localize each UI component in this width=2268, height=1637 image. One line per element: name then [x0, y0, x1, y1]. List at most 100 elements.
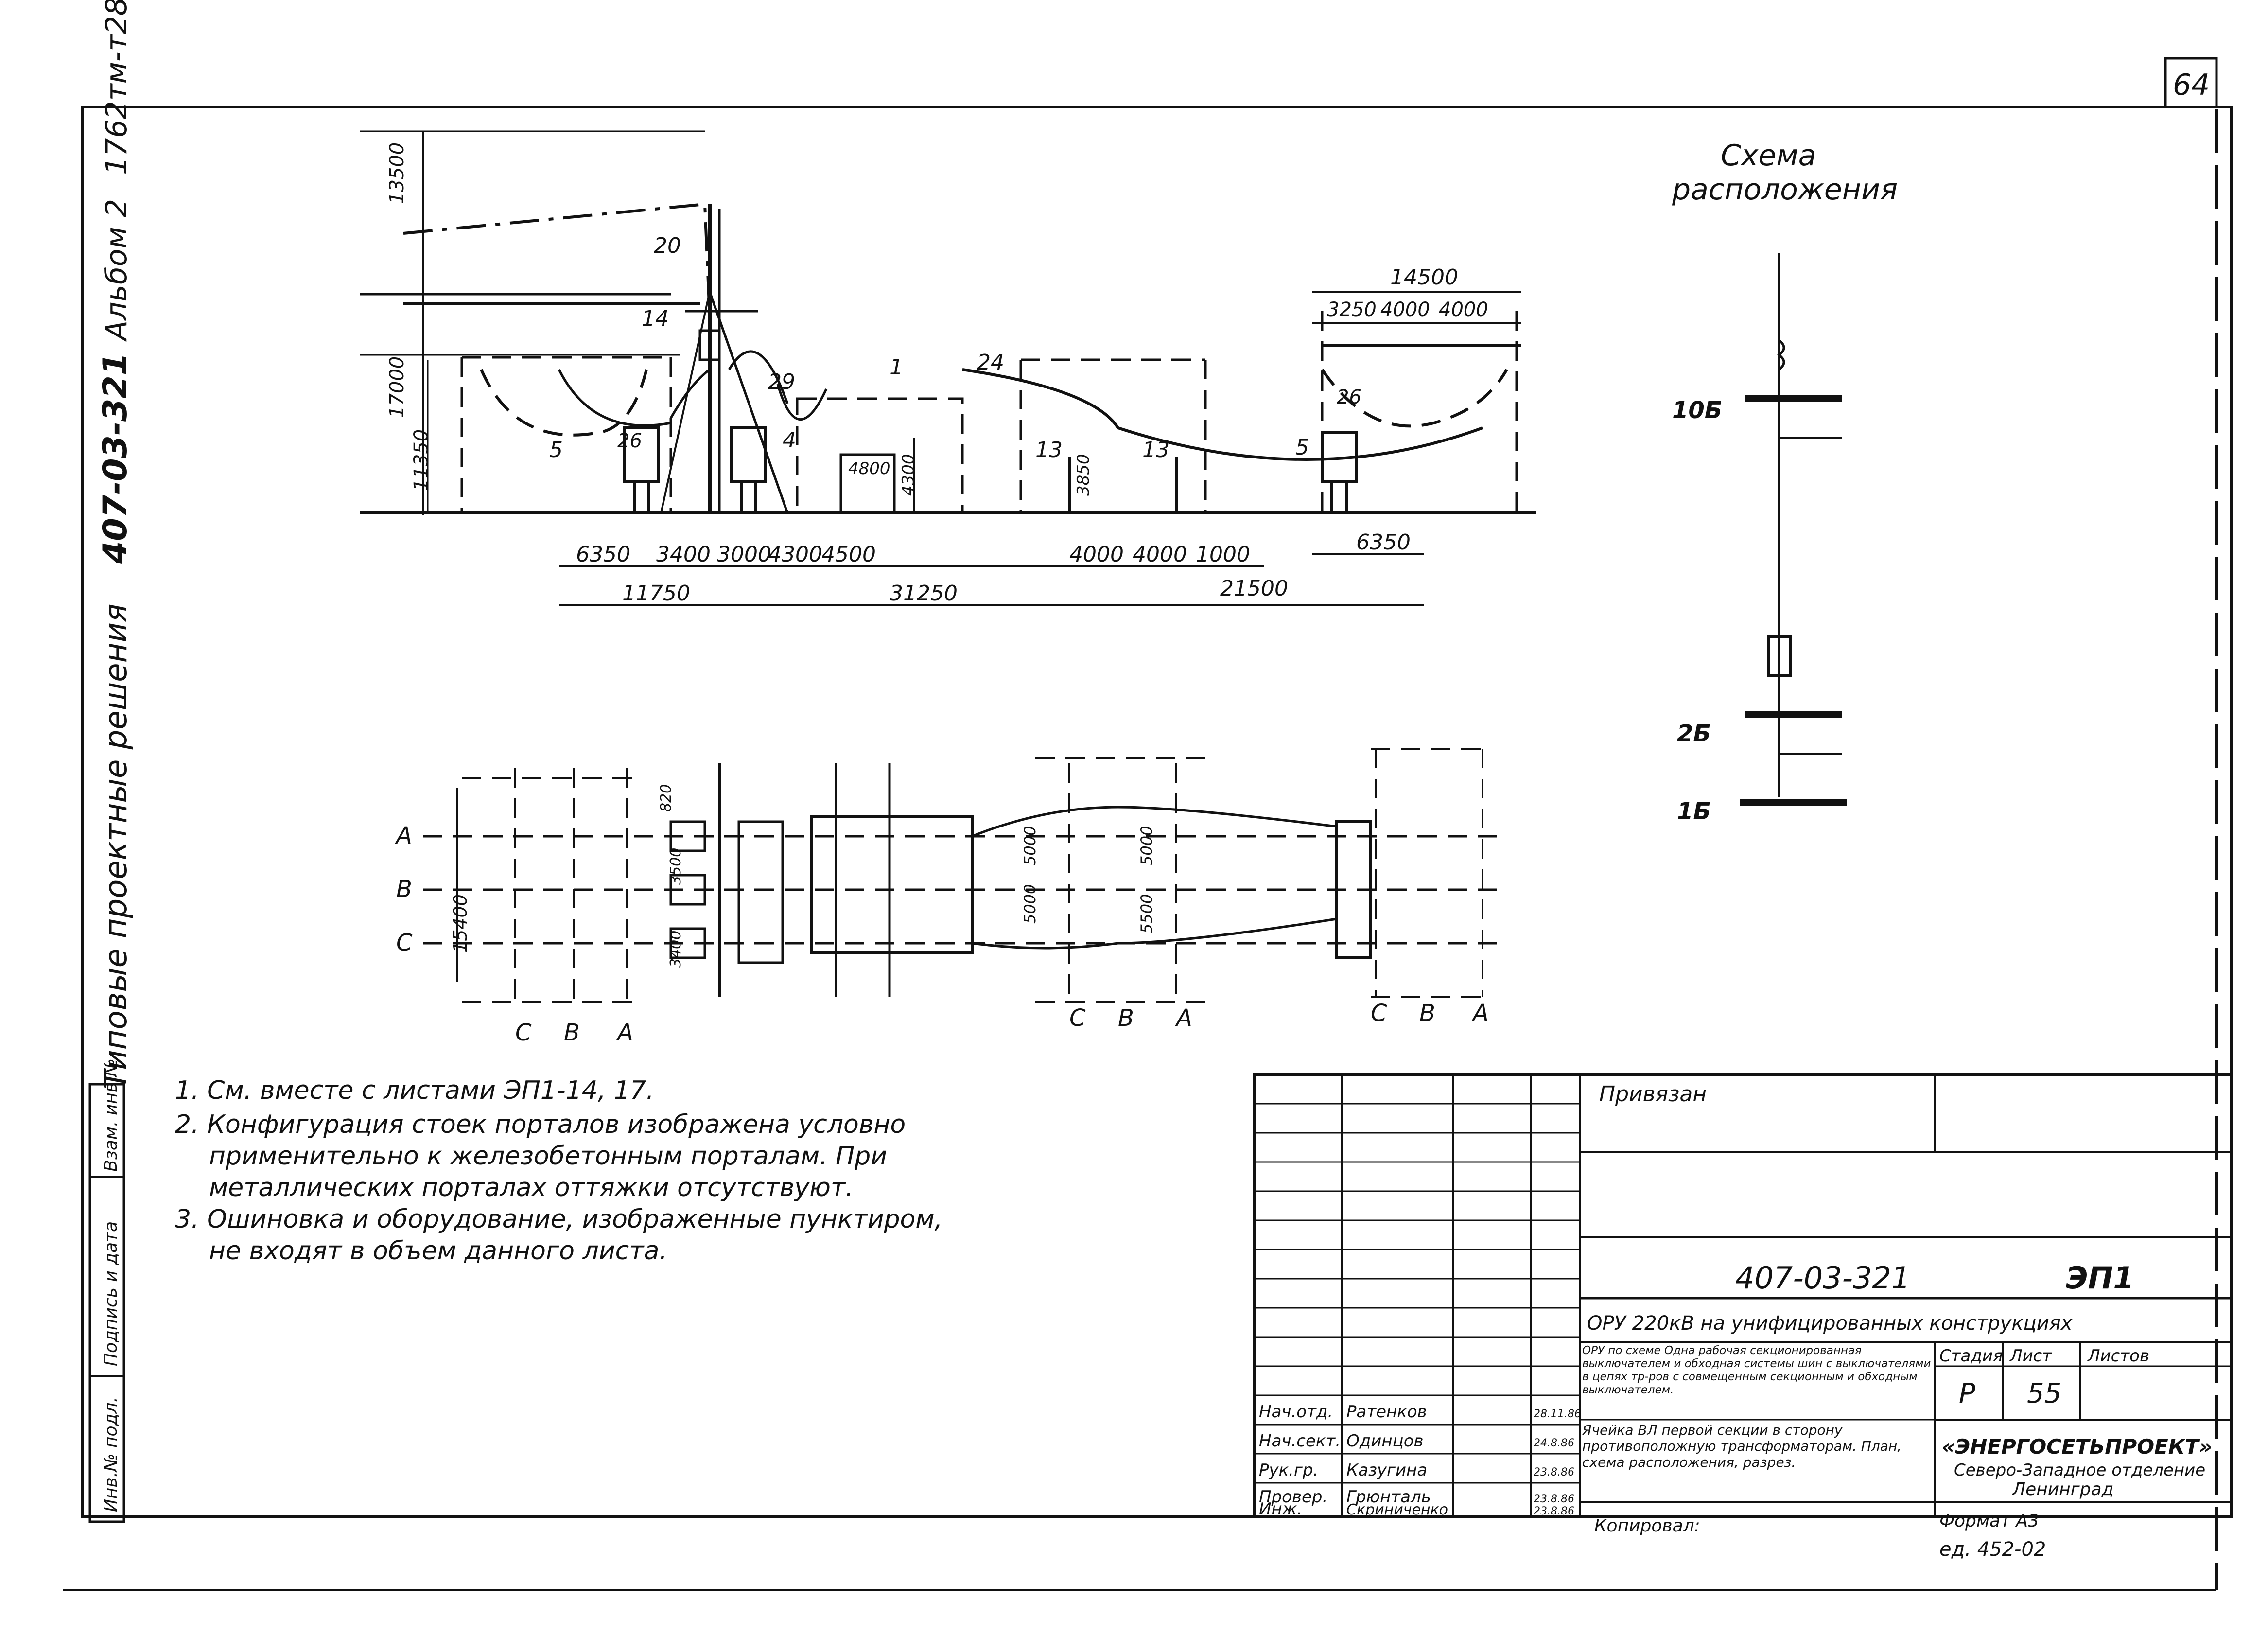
date-2: 24.8.86: [1534, 1437, 1574, 1449]
plan-dim-3400: 3400: [667, 931, 684, 968]
phase-label-b: В: [396, 876, 412, 903]
plan-dim-15400: 15400: [450, 894, 471, 953]
copied-by: Копировал:: [1594, 1516, 1700, 1536]
dim-inner-4800: 4800: [848, 459, 890, 478]
dim-b2-31250: 31250: [890, 581, 958, 606]
stage-label: Стадия: [1939, 1346, 2003, 1366]
strip-replace-label: Взам. инв.№: [101, 1058, 121, 1172]
date-1: 28.11.86: [1534, 1408, 1581, 1420]
plan-dim-5000c: 5000: [1137, 826, 1156, 865]
left-stamp-strip: Инв.№ подл. Подпись и дата Взам. инв.№: [88, 1058, 125, 1523]
plan-drawing: А В С С В А С В А С В А 15400 5000 5000 …: [395, 748, 1497, 1046]
callout-13-b: 13: [1142, 438, 1169, 462]
description-1: ОРУ по схеме Одна рабочая секционированн…: [1582, 1344, 1931, 1396]
height-dim-portal: 11350: [410, 429, 433, 491]
height-dim-top: 13500: [386, 142, 408, 204]
strip-signature-label: Подпись и дата: [101, 1221, 121, 1366]
plan-bottom-b-1: В: [564, 1019, 580, 1046]
name-2: Одинцов: [1346, 1431, 1424, 1451]
plan-bottom-b-2: В: [1118, 1004, 1134, 1032]
stage-value: Р: [1959, 1378, 1975, 1409]
format-label: Формат А3: [1939, 1511, 2039, 1531]
plan-bottom-a-1: А: [616, 1019, 633, 1046]
org-city: Ленинград: [2011, 1479, 2113, 1499]
dim-top-4000b: 4000: [1439, 299, 1488, 321]
dim-b1-4500: 4500: [821, 542, 876, 567]
dim-b1-6350-right: 6350: [1356, 530, 1411, 555]
plan-dim-820: 820: [658, 784, 675, 812]
dim-inner-4300: 4300: [899, 454, 918, 496]
dim-b1-4000a: 4000: [1069, 542, 1124, 567]
side-title-number: 407-03-321: [96, 352, 135, 564]
dim-top-3250: 3250: [1327, 299, 1377, 321]
plan-bottom-c-2: С: [1069, 1004, 1086, 1032]
plan-bottom-b-3: В: [1419, 1000, 1435, 1027]
scheme-diagram: Схема расположения 10Б 2Б 1Б: [1672, 139, 1898, 825]
sheet-number: 64: [2173, 68, 2210, 102]
sheet-number-value: 55: [2027, 1378, 2061, 1409]
doc-number: 407-03-321: [1735, 1260, 1910, 1296]
note-2: 2. Конфигурация стоек порталов изображен…: [175, 1110, 906, 1139]
plan-dim-5000b: 5000: [1021, 884, 1039, 924]
date-5: 23.8.86: [1534, 1505, 1574, 1517]
date-3: 23.8.86: [1534, 1466, 1574, 1479]
callout-26-left: 26: [617, 430, 642, 452]
linked-label: Привязан: [1599, 1082, 1707, 1107]
phase-label-a: А: [395, 822, 412, 849]
dim-b1-6350: 6350: [576, 542, 630, 567]
callout-24: 24: [977, 350, 1004, 375]
role-5: Инж.: [1259, 1499, 1302, 1519]
phase-label-c: С: [396, 929, 413, 956]
plan-dim-5000a: 5000: [1021, 826, 1039, 865]
callout-5-left: 5: [549, 438, 563, 462]
description-1-box: ОРУ по схеме Одна рабочая секционированн…: [1582, 1344, 1931, 1396]
note-1: 1. См. вместе с листами ЭП1-14, 17.: [175, 1076, 654, 1105]
dim-top-14500: 14500: [1390, 265, 1458, 290]
title-block: Привязан 407-03-321 ЭП1 ОРУ 220кВ на уни…: [1253, 1073, 2233, 1561]
name-4: Грюнталь: [1346, 1487, 1431, 1507]
note-2-line-3: металлических порталах оттяжки отсутству…: [209, 1173, 854, 1202]
note-3: 3. Ошиновка и оборудование, изображенные…: [175, 1205, 942, 1234]
dim-top-4000a: 4000: [1380, 299, 1430, 321]
doc-code: ЭП1: [2066, 1260, 2134, 1296]
callout-29: 29: [768, 370, 795, 394]
date-4: 23.8.86: [1534, 1493, 1574, 1505]
sheet-label: Лист: [2009, 1346, 2052, 1366]
role-2: Нач.сект.: [1259, 1431, 1341, 1451]
dim-b2-11750: 11750: [622, 581, 690, 606]
strip-inv-label: Инв.№ подл.: [101, 1397, 121, 1512]
scheme-title-1: Схема: [1721, 139, 1816, 173]
plan-bottom-c-1: С: [515, 1019, 532, 1046]
description-2: Ячейка ВЛ первой секции в сторону против…: [1582, 1422, 1902, 1470]
role-4: Провер.: [1259, 1487, 1327, 1507]
dim-b1-3400: 3400: [656, 542, 711, 567]
side-title-album: Альбом 2: [100, 199, 134, 342]
bus-label-2b: 2Б: [1677, 720, 1711, 747]
notes: 1. См. вместе с листами ЭП1-14, 17. 2. К…: [175, 1076, 942, 1266]
sheets-label: Листов: [2087, 1346, 2149, 1366]
callout-5-right: 5: [1295, 435, 1309, 460]
bus-label-10b: 10Б: [1672, 397, 1722, 424]
dim-b1-3000: 3000: [717, 542, 771, 567]
callout-20: 20: [654, 233, 681, 258]
dim-b1-4000b: 4000: [1133, 542, 1187, 567]
note-2-line-2: применительно к железобетонным порталам.…: [209, 1142, 887, 1171]
callout-4: 4: [783, 428, 796, 453]
dim-b2-21500: 21500: [1220, 576, 1288, 601]
height-dim-total: 17000: [386, 356, 408, 418]
callout-14: 14: [642, 306, 669, 331]
callout-1: 1: [890, 355, 903, 380]
name-5: Скриниченко: [1346, 1501, 1448, 1518]
side-title-code: 1762тм-т285: [100, 0, 134, 175]
name-3: Казугина: [1346, 1461, 1427, 1480]
org-name: «ЭНЕРГОСЕТЬПРОЕКТ»: [1942, 1435, 2212, 1459]
dim-inner-3850: 3850: [1074, 454, 1093, 496]
bus-label-1b: 1Б: [1677, 798, 1711, 825]
note-3-line-2: не входят в объем данного листа.: [209, 1236, 667, 1266]
plan-bottom-a-2: А: [1175, 1004, 1192, 1032]
callout-13-a: 13: [1035, 438, 1063, 462]
org-branch: Северо-Западное отделение: [1954, 1461, 2205, 1480]
plan-bottom-a-3: А: [1471, 1000, 1489, 1027]
plan-bottom-c-3: С: [1371, 1000, 1387, 1027]
